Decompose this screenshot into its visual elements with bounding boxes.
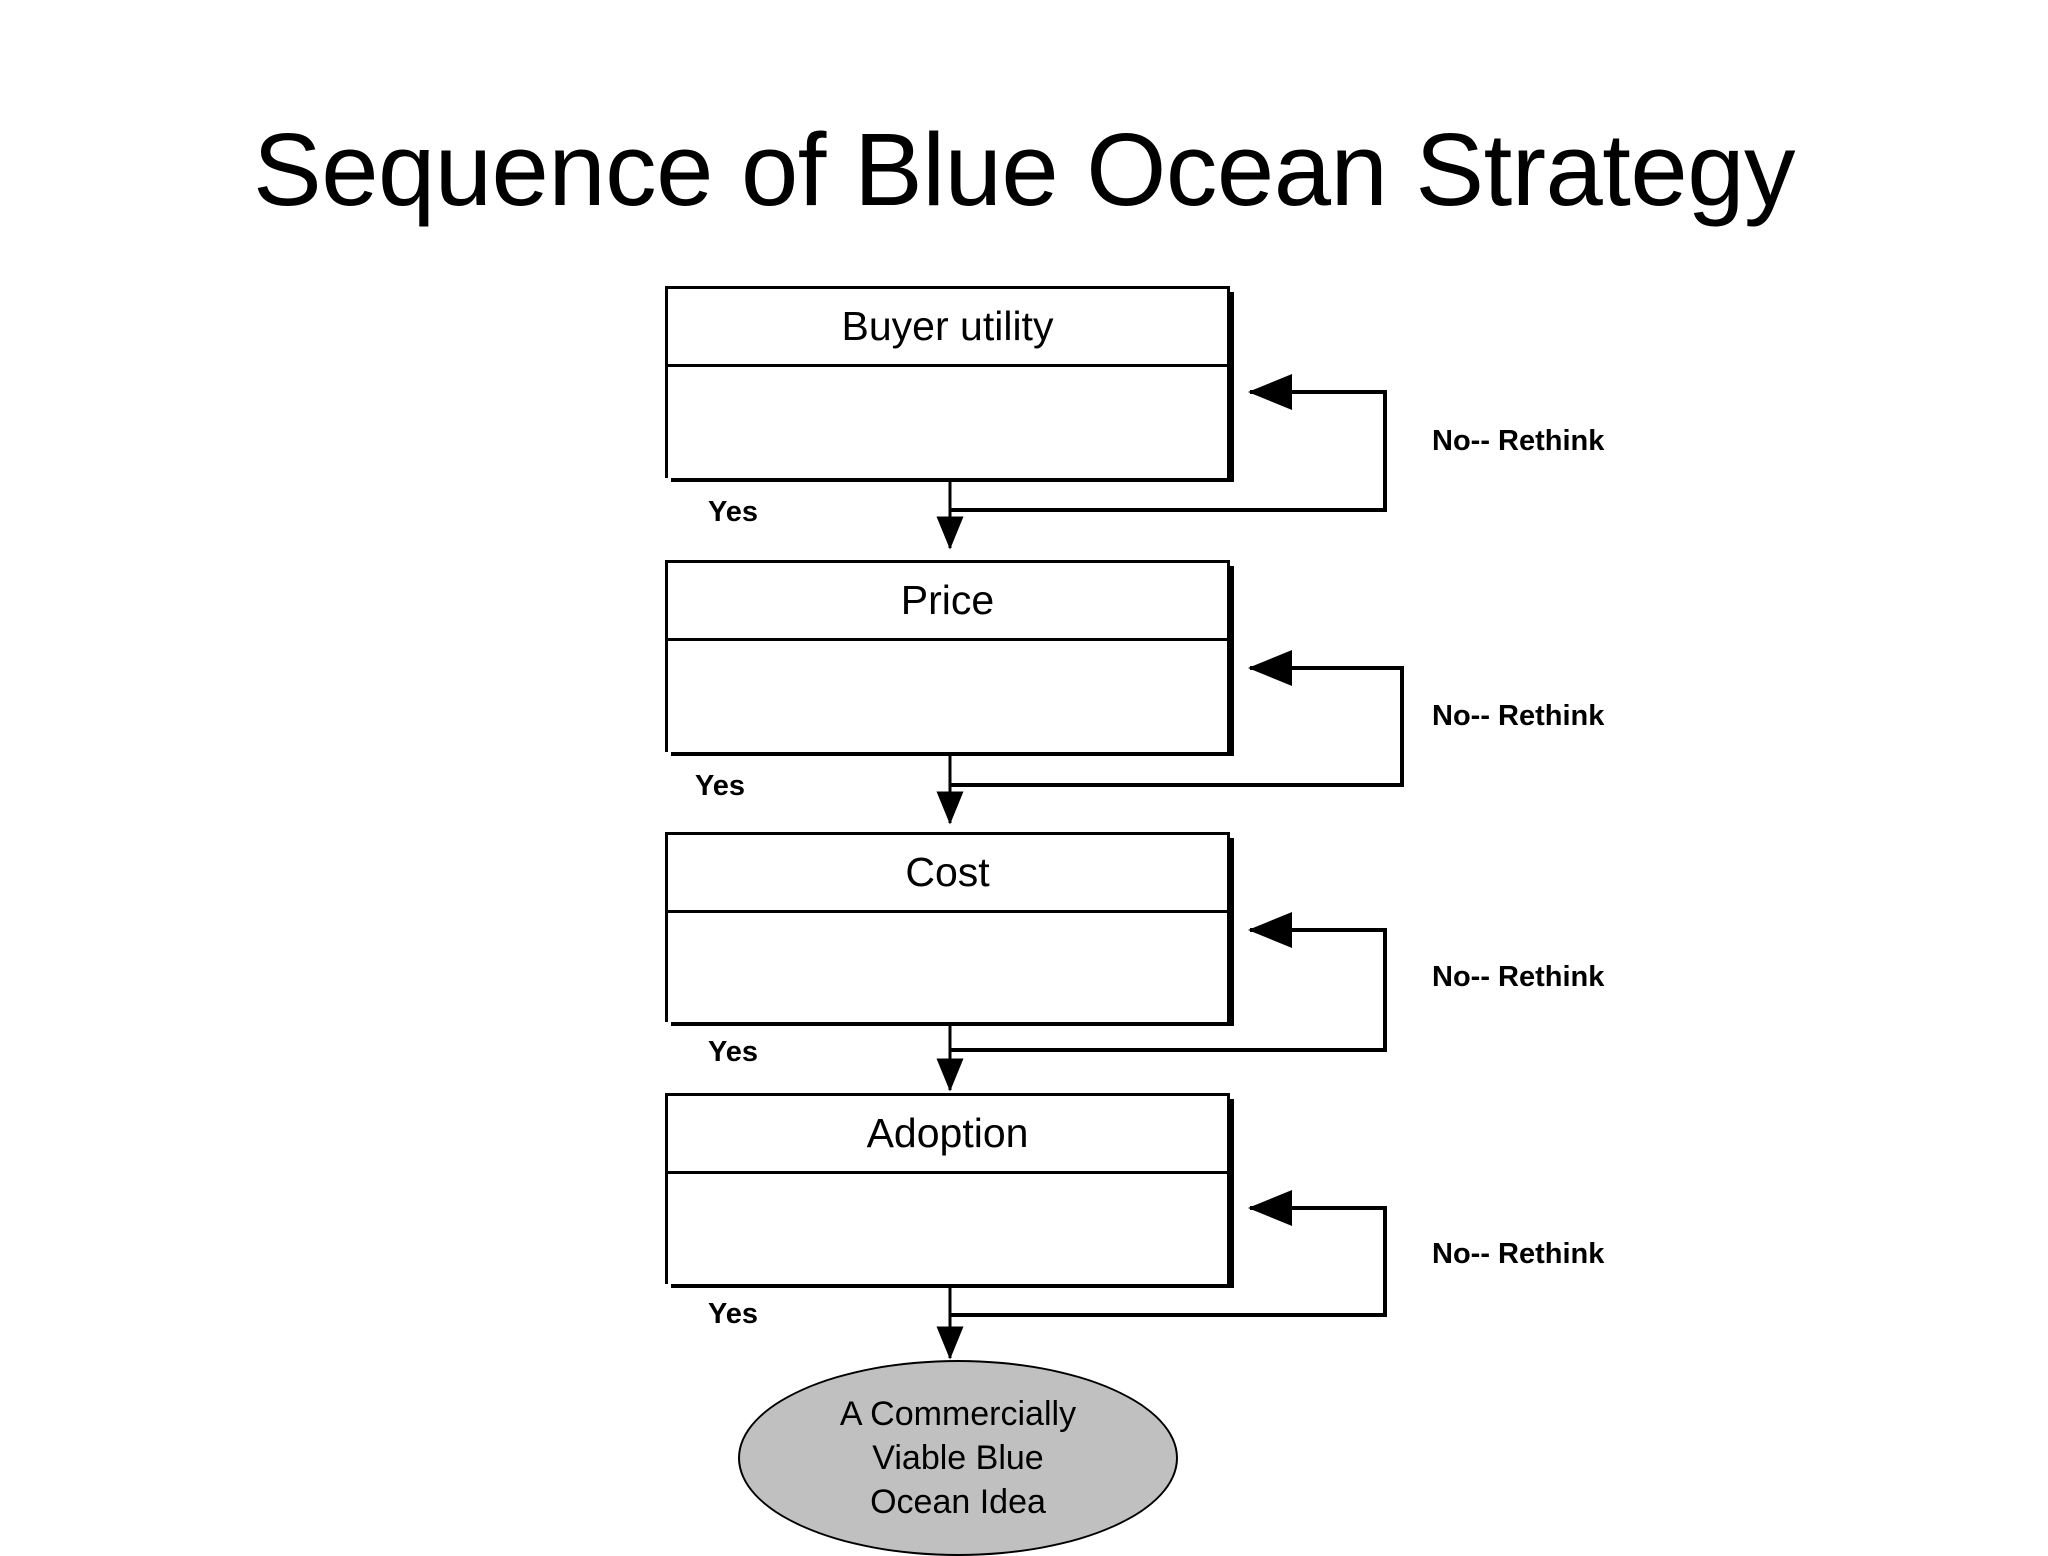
edge-label-yes-buyer-utility: Yes (708, 496, 758, 528)
stage-box-price[interactable]: Price (665, 560, 1230, 752)
terminal-node-text: A Commercially Viable Blue Ocean Idea (738, 1360, 1178, 1556)
edge-label-yes-price: Yes (695, 770, 745, 802)
stage-title-price: Price (668, 563, 1227, 641)
stage-body-price (668, 641, 1227, 752)
stage-body-cost (668, 913, 1227, 1022)
stage-box-adoption[interactable]: Adoption (665, 1093, 1230, 1284)
edge-label-no-rethink-cost: No-- Rethink (1432, 961, 1605, 993)
stage-body-adoption (668, 1174, 1227, 1284)
stage-box-cost[interactable]: Cost (665, 832, 1230, 1022)
terminal-line-3: Ocean Idea (870, 1483, 1046, 1522)
terminal-line-1: A Commercially (839, 1394, 1077, 1433)
edge-label-yes-adoption: Yes (708, 1298, 758, 1330)
terminal-node-blue-ocean-idea[interactable]: A Commercially Viable Blue Ocean Idea (738, 1360, 1178, 1556)
stage-box-buyer-utility[interactable]: Buyer utility (665, 286, 1230, 478)
edge-label-no-rethink-price: No-- Rethink (1432, 700, 1605, 732)
ellipse-shape (738, 1360, 1178, 1556)
stage-body-buyer-utility (668, 367, 1227, 478)
stage-title-buyer-utility: Buyer utility (668, 289, 1227, 367)
page-title: Sequence of Blue Ocean Strategy (253, 112, 1795, 227)
stage-title-cost: Cost (668, 835, 1227, 913)
terminal-line-2: Viable Blue (872, 1438, 1044, 1477)
edge-label-yes-cost: Yes (708, 1036, 758, 1068)
stage-title-adoption: Adoption (668, 1096, 1227, 1174)
edge-label-no-rethink-buyer-utility: No-- Rethink (1432, 425, 1605, 457)
edge-label-no-rethink-adoption: No-- Rethink (1432, 1238, 1605, 1270)
